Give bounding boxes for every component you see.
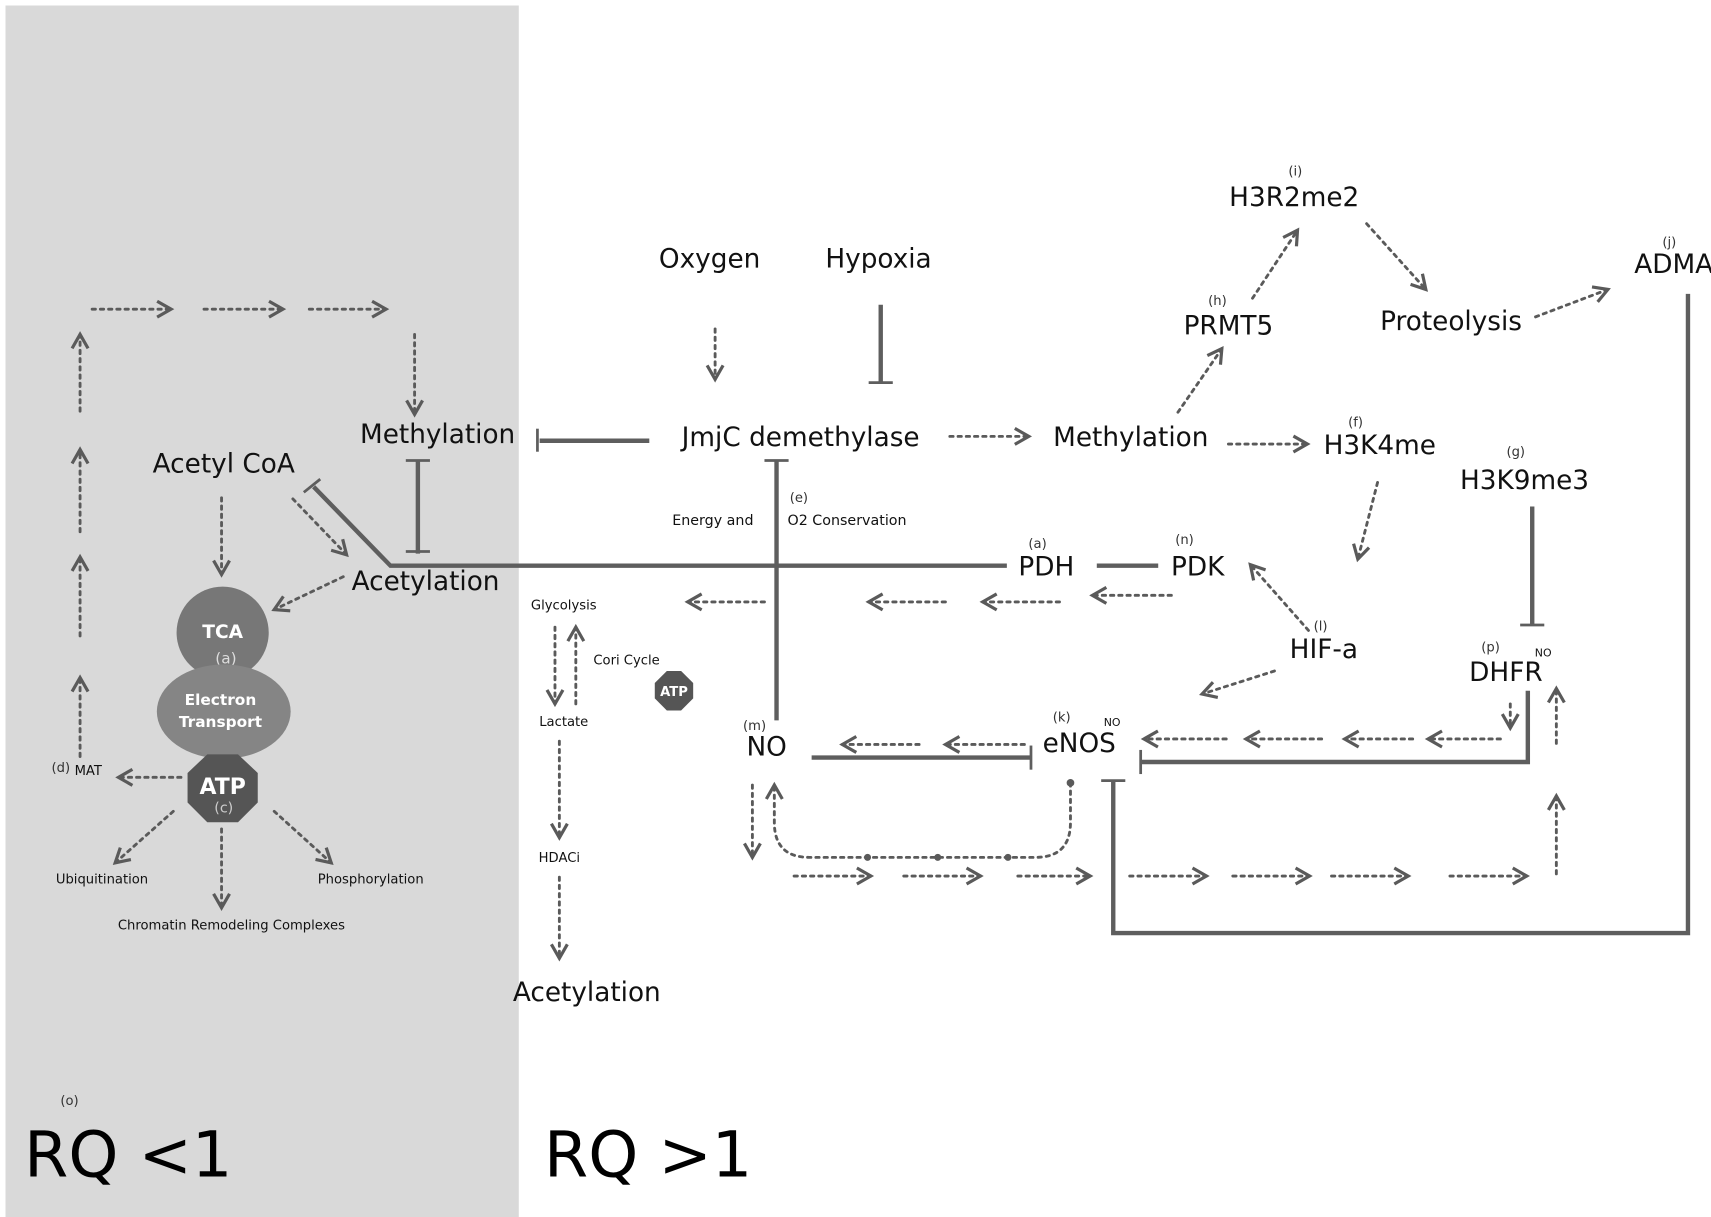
energy-conservation-line <box>764 459 789 721</box>
lactate-label: Lactate <box>539 715 588 730</box>
svg-text:ATP: ATP <box>660 685 688 700</box>
chromatin-remodeling-label: Chromatin Remodeling Complexes <box>118 919 345 934</box>
rq-greater-than-1-label: RQ >1 <box>544 1117 752 1191</box>
pdh-acetylation-link <box>302 478 1007 568</box>
hif-to-enos-arrow <box>1199 669 1276 699</box>
prmt5-label: PRMT5 <box>1184 311 1274 341</box>
rq-less-than-1-label: RQ <1 <box>24 1117 232 1191</box>
dhfr-no-superscript: NO <box>1535 647 1552 660</box>
svg-text:ATP: ATP <box>199 775 245 800</box>
atp-node: ATP (c) <box>187 754 258 823</box>
h3k4me-tag: (f) <box>1348 416 1363 431</box>
right-acetylation-label: Acetylation <box>513 978 661 1008</box>
oxygen-label: Oxygen <box>659 245 760 275</box>
prmt5-tag: (h) <box>1208 294 1227 309</box>
enos-no-superscript: NO <box>1104 716 1121 729</box>
small-atp-node: ATP <box>654 670 694 711</box>
left-acetylation-label: Acetylation <box>352 567 500 597</box>
hif-tag: (l) <box>1314 619 1328 634</box>
svg-text:TCA: TCA <box>202 622 243 643</box>
h3k9me3-label: H3K9me3 <box>1460 466 1589 496</box>
methylation-inhibits-acetylation <box>405 459 430 554</box>
h3k9me3-inhibits-dhfr <box>1520 506 1545 627</box>
dhfr-label: DHFR <box>1469 658 1542 688</box>
mat-label: MAT <box>75 764 103 779</box>
left-loop-arrows <box>70 299 424 758</box>
svg-text:Electron: Electron <box>185 691 257 709</box>
h3k9me3-tag: (g) <box>1506 445 1525 460</box>
ubiquitination-label: Ubiquitination <box>56 873 148 888</box>
right-methylation-label: Methylation <box>1053 423 1208 453</box>
pdk-to-glycolysis-arrows <box>684 585 1173 612</box>
energy-tag: (e) <box>790 491 808 506</box>
hypoxia-inhibits-jmjc <box>868 304 893 385</box>
dhfr-inhibits-enos <box>1139 690 1531 775</box>
no-label: NO <box>746 732 786 762</box>
glycolysis-label: Glycolysis <box>531 599 597 614</box>
jmjc-inhibits-methylation <box>536 428 650 452</box>
svg-text:(a): (a) <box>215 649 236 667</box>
energy-and-label: Energy and <box>672 513 753 529</box>
pdk-label: PDK <box>1171 553 1225 583</box>
loop-dot <box>1004 853 1012 861</box>
dhfr-tag: (p) <box>1481 640 1500 655</box>
electron-transport-node: Electron Transport <box>156 664 291 759</box>
mat-tag: (d) <box>52 761 71 776</box>
jmjc-demethylase-label: JmjC demethylase <box>680 423 920 453</box>
left-pathway-arrows <box>112 496 349 912</box>
adma-label: ADMA <box>1634 250 1711 280</box>
prmt5-to-h3r2me2-arrow <box>1251 227 1300 300</box>
h3r2me2-tag: (i) <box>1288 164 1302 179</box>
enos-label: eNOS <box>1043 729 1116 759</box>
hif-label: HIF-a <box>1290 635 1358 665</box>
pdh-label: PDH <box>1018 553 1074 583</box>
proteolysis-to-adma-arrow <box>1534 285 1611 319</box>
phosphorylation-label: Phosphorylation <box>318 873 424 888</box>
hif-to-pdk-arrow <box>1248 562 1310 632</box>
loop-dot <box>934 853 942 861</box>
adma-inhibits-enos <box>1101 293 1691 936</box>
no-inhibits-enos <box>811 745 1033 770</box>
proteolysis-label: Proteolysis <box>1380 307 1522 337</box>
loop-dot-start <box>1066 778 1075 787</box>
hypoxia-label: Hypoxia <box>825 245 931 275</box>
h3k4me-label: H3K4me <box>1324 431 1436 461</box>
tca-node: TCA (a) <box>176 586 269 679</box>
h3k4me-to-hif-arrow <box>1352 480 1380 563</box>
no-tag: (m) <box>743 719 766 734</box>
svg-text:(c): (c) <box>214 800 233 816</box>
hdaci-label: HDACi <box>539 851 580 866</box>
svg-text:Transport: Transport <box>179 713 262 731</box>
acetyl-coa-label: Acetyl CoA <box>153 450 295 480</box>
cori-cycle-label: Cori Cycle <box>593 653 659 668</box>
h3r2me2-to-proteolysis-arrow <box>1365 222 1428 292</box>
pdk-tag: (n) <box>1175 533 1194 548</box>
left-methylation-label: Methylation <box>360 420 515 450</box>
o2-conservation-label: O2 Conservation <box>787 513 906 529</box>
pdh-tag: (a) <box>1028 537 1046 552</box>
adma-tag: (j) <box>1662 236 1676 251</box>
loop-dot <box>864 853 872 861</box>
h3r2me2-label: H3R2me2 <box>1229 183 1359 213</box>
enos-tag: (k) <box>1053 710 1071 725</box>
enos-no-feedback-loop <box>764 781 1072 859</box>
methylation-to-prmt5-arrow <box>1176 346 1224 414</box>
panel-tag-o: (o) <box>60 1094 78 1109</box>
